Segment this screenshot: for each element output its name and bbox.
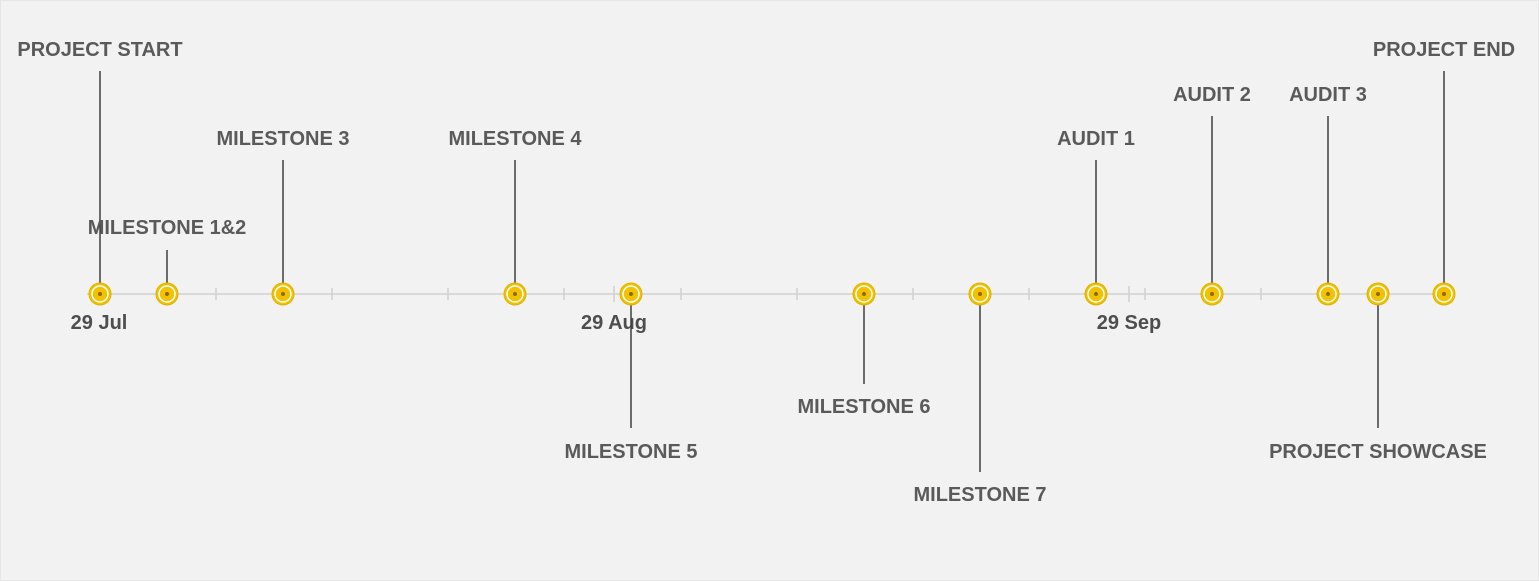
event-label: MILESTONE 5	[565, 441, 698, 463]
event-marker	[1316, 282, 1340, 306]
leader-lines	[99, 71, 1445, 472]
event-marker	[88, 282, 112, 306]
event-label: AUDIT 1	[1057, 128, 1135, 150]
event-label: MILESTONE 6	[798, 396, 931, 418]
date-label: 29 Aug	[581, 312, 647, 334]
event-label: PROJECT SHOWCASE	[1269, 441, 1487, 463]
axis-ticks	[215, 286, 1262, 302]
event-marker	[852, 282, 876, 306]
event-marker	[619, 282, 643, 306]
event-marker	[1200, 282, 1224, 306]
event-label: PROJECT START	[17, 39, 182, 61]
event-label: MILESTONE 4	[449, 128, 583, 150]
event-label: MILESTONE 7	[914, 484, 1047, 506]
event-marker	[1084, 282, 1108, 306]
event-label: MILESTONE 3	[217, 128, 350, 150]
date-label: 29 Sep	[1097, 312, 1161, 334]
event-labels: PROJECT START MILESTONE 1&2 MILESTONE 3 …	[17, 39, 1515, 506]
event-label: MILESTONE 1&2	[88, 217, 247, 239]
date-label: 29 Jul	[71, 312, 128, 334]
event-marker	[503, 282, 527, 306]
event-marker	[1366, 282, 1390, 306]
event-marker	[968, 282, 992, 306]
event-markers	[88, 282, 1456, 306]
event-label: AUDIT 3	[1289, 84, 1367, 106]
event-marker	[271, 282, 295, 306]
event-label: PROJECT END	[1373, 39, 1515, 61]
event-marker	[1432, 282, 1456, 306]
event-marker	[155, 282, 179, 306]
event-label: AUDIT 2	[1173, 84, 1251, 106]
